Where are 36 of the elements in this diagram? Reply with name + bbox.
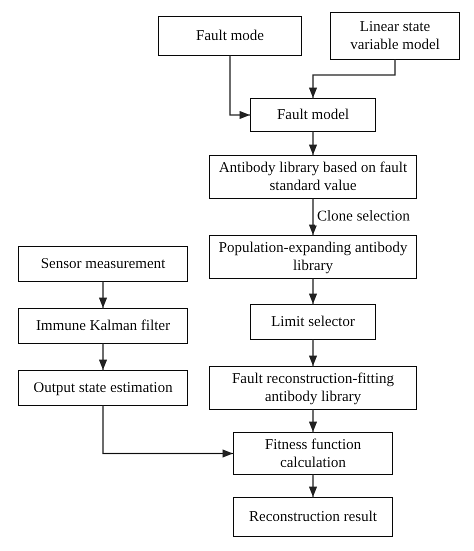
process-box [233, 497, 393, 537]
arrow [229, 56, 250, 120]
arrow [308, 132, 318, 155]
box-label: Reconstruction result [249, 508, 377, 526]
arrow [308, 199, 318, 235]
arrow [102, 406, 233, 458]
arrow [308, 279, 318, 304]
arrow [308, 475, 318, 497]
process-box [209, 155, 417, 199]
process-box [233, 432, 393, 475]
arrow [98, 282, 108, 308]
process-box [158, 16, 302, 56]
process-box [250, 304, 376, 340]
box-label: Fitness function calculation [264, 436, 362, 472]
box-label: Antibody library based on fault standard value [218, 159, 408, 195]
process-box [209, 366, 417, 410]
box-label: Sensor measurement [40, 255, 166, 273]
arrow [98, 344, 108, 370]
process-box [18, 246, 188, 282]
box-label: Population-expanding antibody library [218, 239, 408, 275]
arrow [308, 410, 318, 432]
process-box [18, 308, 188, 344]
box-label: Linear state variable model [349, 18, 441, 54]
process-box [330, 12, 460, 60]
arrow [308, 340, 318, 366]
box-label: Immune Kalman filter [36, 317, 170, 335]
process-box [18, 370, 188, 406]
box-label: Fault model [276, 106, 350, 124]
box-label: Fault reconstruction-fitting antibody library [230, 370, 396, 406]
process-box [250, 98, 376, 132]
process-box [209, 235, 417, 279]
arrow [308, 60, 396, 98]
box-label: Output state estimation [33, 379, 173, 397]
box-label: Limit selector [271, 313, 355, 331]
box-label: Fault mode [196, 27, 264, 45]
edge-label: Clone selection [315, 208, 412, 226]
